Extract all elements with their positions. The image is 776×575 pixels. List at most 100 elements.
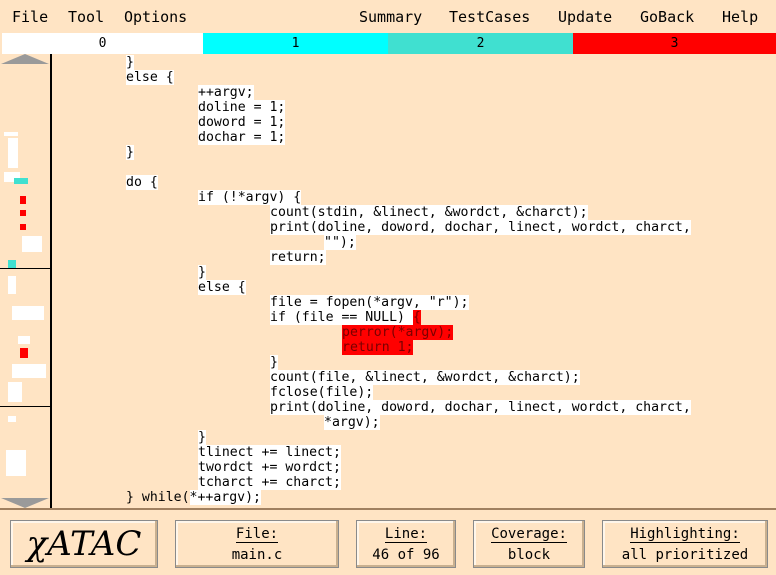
code-text: *argv); [324,415,380,430]
priority-2-label: 2 [476,36,485,51]
code-line: else { [198,280,246,295]
code-line: fclose(file); [270,385,374,400]
code-text: twordct += wordct; [198,460,341,475]
overview-mark [20,210,26,216]
overview-mark [18,336,30,344]
highlighting-title: Highlighting: [630,526,740,543]
code-text: *++argv); [189,490,261,505]
coverage-value: block [507,547,551,563]
scroll-up-arrow-icon[interactable] [1,54,49,64]
uncovered-code-line: return 1; [342,340,414,355]
file-value: main.c [231,547,283,563]
code-text: } [198,265,206,280]
code-line: print(doline, doword, dochar, linect, wo… [270,400,691,415]
code-text: count(stdin, &linect, &wordct, &charct); [270,205,588,220]
code-text: doline = 1; [198,100,286,115]
uncovered-code-line: perror(*argv); [342,325,454,340]
code-text: dochar = 1; [198,130,286,145]
code-line: } [270,355,278,370]
overview-mark [14,178,28,184]
viewport-top-marker [0,268,50,269]
code-line: else { [126,70,174,85]
priority-bar: 0 1 2 3 [0,33,776,54]
code-line: twordct += wordct; [198,460,341,475]
file-title: File: [235,526,279,543]
status-panel: χATAC File: main.c Line: 46 of 96 Covera… [0,508,776,575]
code-text: fclose(file); [270,385,374,400]
overview-mark [8,260,16,268]
code-line: } [126,145,134,160]
overview-mark [8,276,16,294]
menu-options[interactable]: Options [124,8,188,26]
code-text: } [126,145,134,160]
overview-mark [4,132,18,136]
source-code-view[interactable]: } else { ++argv; doline = 1; doword = 1;… [52,54,776,508]
code-line: } [198,265,206,280]
scroll-down-arrow-icon[interactable] [1,498,49,508]
highlighting-value: all prioritized [621,547,749,563]
overview-mark [22,236,42,252]
code-line: *argv); [324,415,380,430]
file-overview-scroller[interactable] [0,54,52,508]
menu-testcases[interactable]: TestCases [449,8,531,26]
line-info-box: Line: 46 of 96 [356,520,456,568]
code-text: } [126,55,134,70]
menu-goback[interactable]: GoBack [640,8,695,26]
code-line: doword = 1; [198,115,286,130]
code-line: } [126,55,134,70]
overview-mark [12,364,46,378]
priority-2[interactable]: 2 [388,33,573,54]
overview-mark [6,450,26,476]
app-logo: χATAC [26,524,142,564]
priority-3[interactable]: 3 [573,33,776,54]
viewport-bottom-marker [0,406,50,407]
menu-bar: File Tool Options Summary TestCases Upda… [0,0,776,33]
code-line: ++argv; [198,85,254,100]
logo-box: χATAC [10,520,158,568]
overview-mark [8,416,16,422]
code-text: ""); [324,235,356,250]
overview-mark [20,348,28,358]
code-text: else { [198,280,246,295]
priority-1-label: 1 [291,36,300,51]
code-line: count(file, &linect, &wordct, &charct); [270,370,580,385]
code-text: } while( [126,490,190,505]
uncovered-code-text: { [412,310,421,325]
code-line: count(stdin, &linect, &wordct, &charct); [270,205,588,220]
menu-file[interactable]: File [12,8,49,26]
overview-mark [8,382,22,402]
code-line: file = fopen(*argv, "r"); [270,295,469,310]
menu-tool[interactable]: Tool [68,8,105,26]
priority-0-label: 0 [98,36,107,51]
coverage-title: Coverage: [491,526,567,543]
line-value: 46 of 96 [372,547,440,563]
code-line: tlinect += linect; [198,445,341,460]
code-line: return; [270,250,326,265]
menu-update[interactable]: Update [558,8,613,26]
code-text: tlinect += linect; [198,445,341,460]
code-line: if (file == NULL) { [270,310,421,325]
code-text: ++argv; [198,85,254,100]
code-line: ""); [324,235,356,250]
file-info-box: File: main.c [175,520,339,568]
code-text: doword = 1; [198,115,286,130]
menu-summary[interactable]: Summary [359,8,423,26]
code-line: dochar = 1; [198,130,286,145]
code-line: } [198,430,206,445]
priority-1[interactable]: 1 [203,33,388,54]
code-line: if (!*argv) { [198,190,302,205]
overview-mark [8,138,18,168]
code-text: print(doline, doword, dochar, linect, wo… [270,220,691,235]
uncovered-code-text: return 1; [342,340,414,355]
code-line: } while(*++argv); [126,490,261,505]
coverage-info-box: Coverage: block [473,520,585,568]
uncovered-code-text: perror(*argv); [342,325,454,340]
priority-3-label: 3 [670,36,679,51]
code-text: do { [126,175,158,190]
priority-0[interactable]: 0 [2,33,203,54]
code-text: if (!*argv) { [198,190,302,205]
code-text: } [270,355,278,370]
menu-help[interactable]: Help [722,8,759,26]
code-text: tcharct += charct; [198,475,341,490]
highlighting-info-box: Highlighting: all prioritized [602,520,768,568]
